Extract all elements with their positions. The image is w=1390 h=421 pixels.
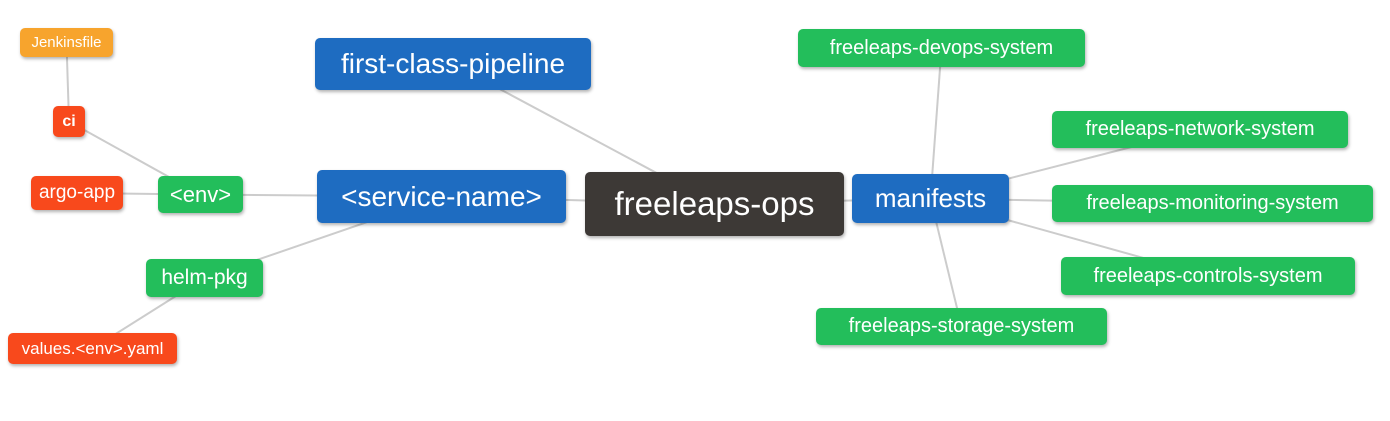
node-label: freeleaps-devops-system — [829, 36, 1054, 59]
node-freeleaps-ops[interactable]: freeleaps-ops — [585, 172, 844, 236]
node-label: freeleaps-controls-system — [1093, 264, 1323, 287]
node-freeleaps-controls-system[interactable]: freeleaps-controls-system — [1061, 257, 1355, 295]
node-label: freeleaps-storage-system — [848, 315, 1075, 337]
node-label: <service-name> — [341, 180, 542, 212]
node-values-env-yaml[interactable]: values.<env>.yaml — [8, 333, 177, 364]
node-freeleaps-monitoring-system[interactable]: freeleaps-monitoring-system — [1052, 185, 1373, 222]
node-jenkinsfile[interactable]: Jenkinsfile — [20, 28, 113, 57]
node-label: <env> — [169, 181, 232, 207]
node-freeleaps-network-system[interactable]: freeleaps-network-system — [1052, 111, 1348, 148]
node-label: argo-app — [38, 182, 116, 203]
node-label: freeleaps-network-system — [1085, 118, 1315, 140]
node-label: Jenkinsfile — [31, 34, 102, 51]
node-label: manifests — [874, 183, 987, 213]
node-label: ci — [62, 112, 76, 130]
node-helm-pkg[interactable]: helm-pkg — [146, 259, 263, 297]
node-ci[interactable]: ci — [53, 106, 85, 137]
node-label: first-class-pipeline — [340, 48, 566, 79]
node-freeleaps-storage-system[interactable]: freeleaps-storage-system — [816, 308, 1107, 345]
node-label: freeleaps-ops — [614, 185, 815, 222]
node-service-name[interactable]: <service-name> — [317, 170, 566, 223]
node-argo-app[interactable]: argo-app — [31, 176, 123, 210]
node-label: helm-pkg — [161, 266, 248, 289]
node-label: values.<env>.yaml — [21, 338, 164, 358]
node-label: freeleaps-monitoring-system — [1086, 192, 1339, 214]
node-first-class-pipeline[interactable]: first-class-pipeline — [315, 38, 591, 90]
node-manifests[interactable]: manifests — [852, 174, 1009, 223]
node-env[interactable]: <env> — [158, 176, 243, 213]
node-freeleaps-devops-system[interactable]: freeleaps-devops-system — [798, 29, 1085, 67]
